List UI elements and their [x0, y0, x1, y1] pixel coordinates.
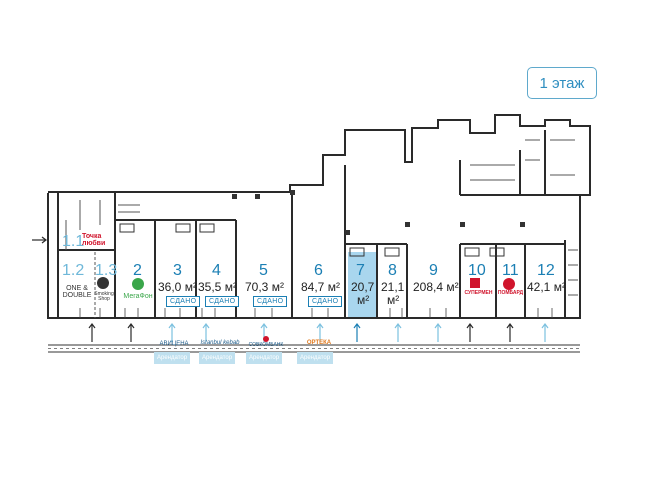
unit-area-8-value: 21,1 — [381, 280, 405, 294]
unit-status-3: СДАНО — [166, 296, 201, 307]
tenant-label-istanbul-kebab: Арендатор — [199, 352, 236, 364]
unit-label-4[interactable]: 4 — [212, 262, 221, 279]
unit-status-5: СДАНО — [253, 296, 288, 307]
unit-label-11[interactable]: 11 — [502, 262, 519, 279]
brand-pombard: ПОМБАРД — [497, 290, 524, 296]
tenant-label-sovcombank: Арендатор — [246, 352, 283, 364]
entrance-arrows — [32, 236, 549, 342]
unit-label-8[interactable]: 8 — [388, 262, 397, 279]
unit-label-2[interactable]: 2 — [133, 262, 142, 279]
brand-smoking-shop: Smoking Shop — [94, 291, 114, 302]
floor-selector[interactable]: 1 этаж — [527, 67, 597, 99]
unit-area-4: 35,5 м² — [198, 280, 237, 294]
unit-area-6: 84,7 м² — [301, 280, 340, 294]
megafon-logo-icon — [132, 278, 144, 290]
supermen-logo-icon — [470, 278, 480, 288]
unit-label-1-2[interactable]: 1.2 — [62, 262, 85, 279]
unit-area-5: 70,3 м² — [245, 280, 284, 294]
pombard-logo-icon — [503, 278, 515, 290]
building-outline — [47, 114, 591, 319]
unit-label-1-3[interactable]: 1.3 — [95, 262, 118, 279]
tenant-label-orteka: Арендатор — [297, 352, 334, 364]
brand-supermen: СУПЕРМЕН — [464, 290, 493, 296]
unit-label-5[interactable]: 5 — [259, 262, 268, 279]
tenant-logo-orteka: ОРТЕКА — [306, 340, 332, 346]
brand-megafon: МегаФон — [123, 293, 153, 300]
unit-status-6: СДАНО — [308, 296, 343, 307]
unit-label-12[interactable]: 12 — [537, 262, 555, 279]
brand-one-double: ONE & DOUBLE — [62, 285, 92, 299]
tenant-label-avicena: Арендатор — [154, 352, 191, 364]
unit-area-12: 42,1 м² — [527, 280, 566, 294]
unit-area-7-value: 20,7 — [351, 280, 375, 294]
unit-area-7-unit: м² — [357, 293, 370, 307]
tenant-logo-avicena: АВИЦЕНА — [159, 341, 189, 347]
unit-7-highlight[interactable] — [348, 252, 376, 317]
unit-label-7[interactable]: 7 — [356, 262, 365, 279]
unit-label-6[interactable]: 6 — [314, 262, 323, 279]
unit-area-9: 208,4 м² — [413, 280, 459, 294]
unit-area-3: 36,0 м² — [158, 280, 197, 294]
sovcombank-logo-icon — [263, 336, 269, 342]
unit-label-10[interactable]: 10 — [468, 262, 486, 279]
unit-label-1-1[interactable]: 1.1 — [62, 233, 85, 250]
smoking-shop-logo-icon — [97, 277, 109, 289]
unit-area-8-unit: м² — [387, 293, 400, 307]
tenant-logo-sovcombank: СОВКОМБАНК — [248, 342, 284, 348]
brand-tochka-lyubvi: Точка любви — [82, 233, 106, 247]
tenant-logo-istanbul-kebab: Istanbul kebab — [200, 340, 240, 346]
unit-label-3[interactable]: 3 — [173, 262, 182, 279]
unit-status-4: СДАНО — [205, 296, 240, 307]
unit-label-9[interactable]: 9 — [429, 262, 438, 279]
